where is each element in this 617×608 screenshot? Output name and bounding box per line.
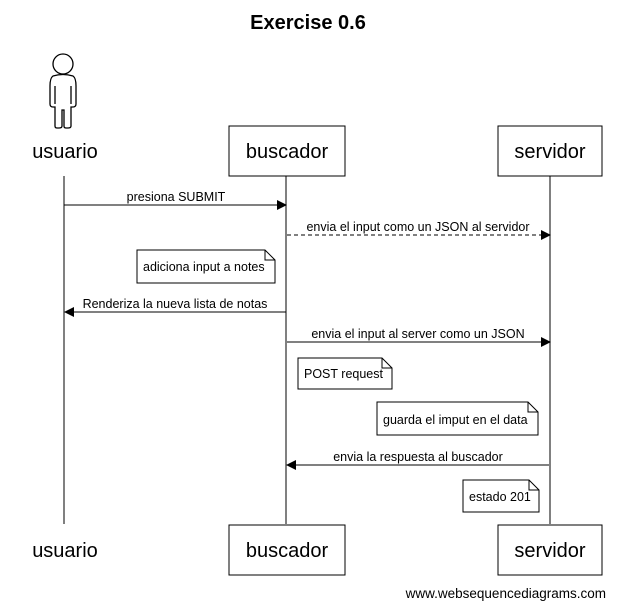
note-text-post-request: POST request <box>304 367 384 381</box>
note-text-guarda-imput: guarda el imput en el data <box>383 413 528 427</box>
participant-servidor-top-box <box>497 125 603 177</box>
participant-usuario-top-label: usuario <box>32 141 98 163</box>
participant-usuario-bottom-label: usuario <box>32 540 98 562</box>
message-label-envia-respuesta: envia la respuesta al buscador <box>333 450 503 464</box>
participant-buscador-top-label: buscador <box>246 141 329 163</box>
note-box-guarda-imput <box>376 401 539 436</box>
note-fold-icon <box>381 358 392 369</box>
participant-servidor-top-label: servidor <box>514 141 585 163</box>
note-box-post-request <box>297 357 393 390</box>
actor-usuario-top-icon <box>49 53 77 129</box>
note-box-estado-201 <box>462 479 540 513</box>
note-fold-icon <box>264 250 275 261</box>
note-fold-icon <box>528 480 539 491</box>
message-label-envia-json-servidor: envia el input como un JSON al servidor <box>306 220 529 234</box>
note-text-estado-201: estado 201 <box>469 490 531 504</box>
message-label-renderiza-notas: Renderiza la nueva lista de notas <box>83 297 268 311</box>
message-label-presiona-submit: presiona SUBMIT <box>127 190 226 204</box>
note-text-adiciona-input: adiciona input a notes <box>143 260 265 274</box>
footer-watermark-link[interactable]: www.websequencediagrams.com <box>405 586 606 601</box>
note-fold-icon <box>527 402 538 413</box>
participant-buscador-bottom-box <box>228 524 346 576</box>
diagram-title: Exercise 0.6 <box>250 12 366 34</box>
participant-buscador-bottom-label: buscador <box>246 540 329 562</box>
message-label-envia-input-server: envia el input al server como un JSON <box>311 327 524 341</box>
participant-servidor-bottom-label: servidor <box>514 540 585 562</box>
participant-buscador-top-box <box>228 125 346 177</box>
participant-servidor-bottom-box <box>497 524 603 576</box>
note-box-adiciona-input <box>136 249 276 284</box>
